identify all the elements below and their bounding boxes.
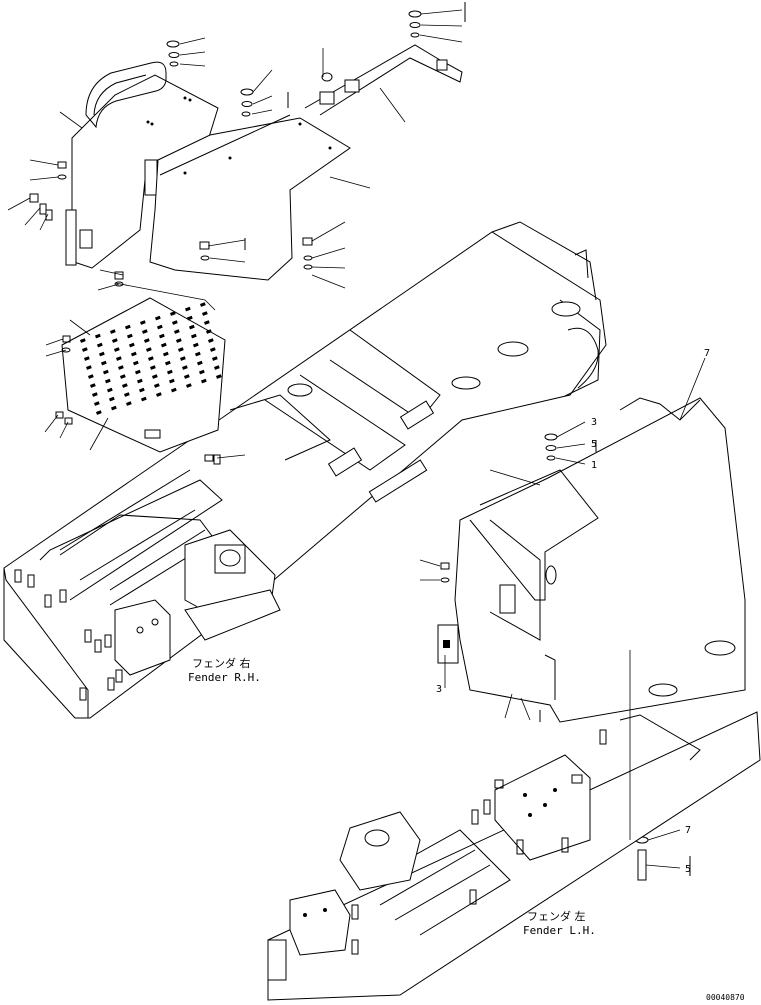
drawing-code: 00040870 [706,993,745,1002]
callout-7-bolt: 7 [685,825,691,836]
callout-3-bracket: 3 [436,684,442,695]
callout-5-cover: 5 [591,439,597,450]
callout-5-bolt: 5 [685,864,691,875]
fender-rh-label-en: Fender R.H. [188,671,261,684]
loose-lines [244,2,691,876]
fender-lh-label-jp: フェンダ 左 [527,909,586,923]
fender-lh-label-en: Fender L.H. [523,924,596,937]
callout-1-cover: 1 [591,460,597,471]
step-plate-perforated [61,297,226,453]
front-cover-left [65,61,219,269]
callout-7-top: 7 [704,348,710,359]
top-bracket [304,44,463,116]
leader-lines [7,9,706,869]
fender-lh-cover [437,397,746,723]
fender-rh-label-jp: フェンダ 右 [192,656,251,670]
fender-rh-main-plate [3,221,607,719]
callout-3-cover: 3 [591,417,597,428]
fender-lh-base [267,640,761,1001]
front-cover-center [149,114,351,281]
